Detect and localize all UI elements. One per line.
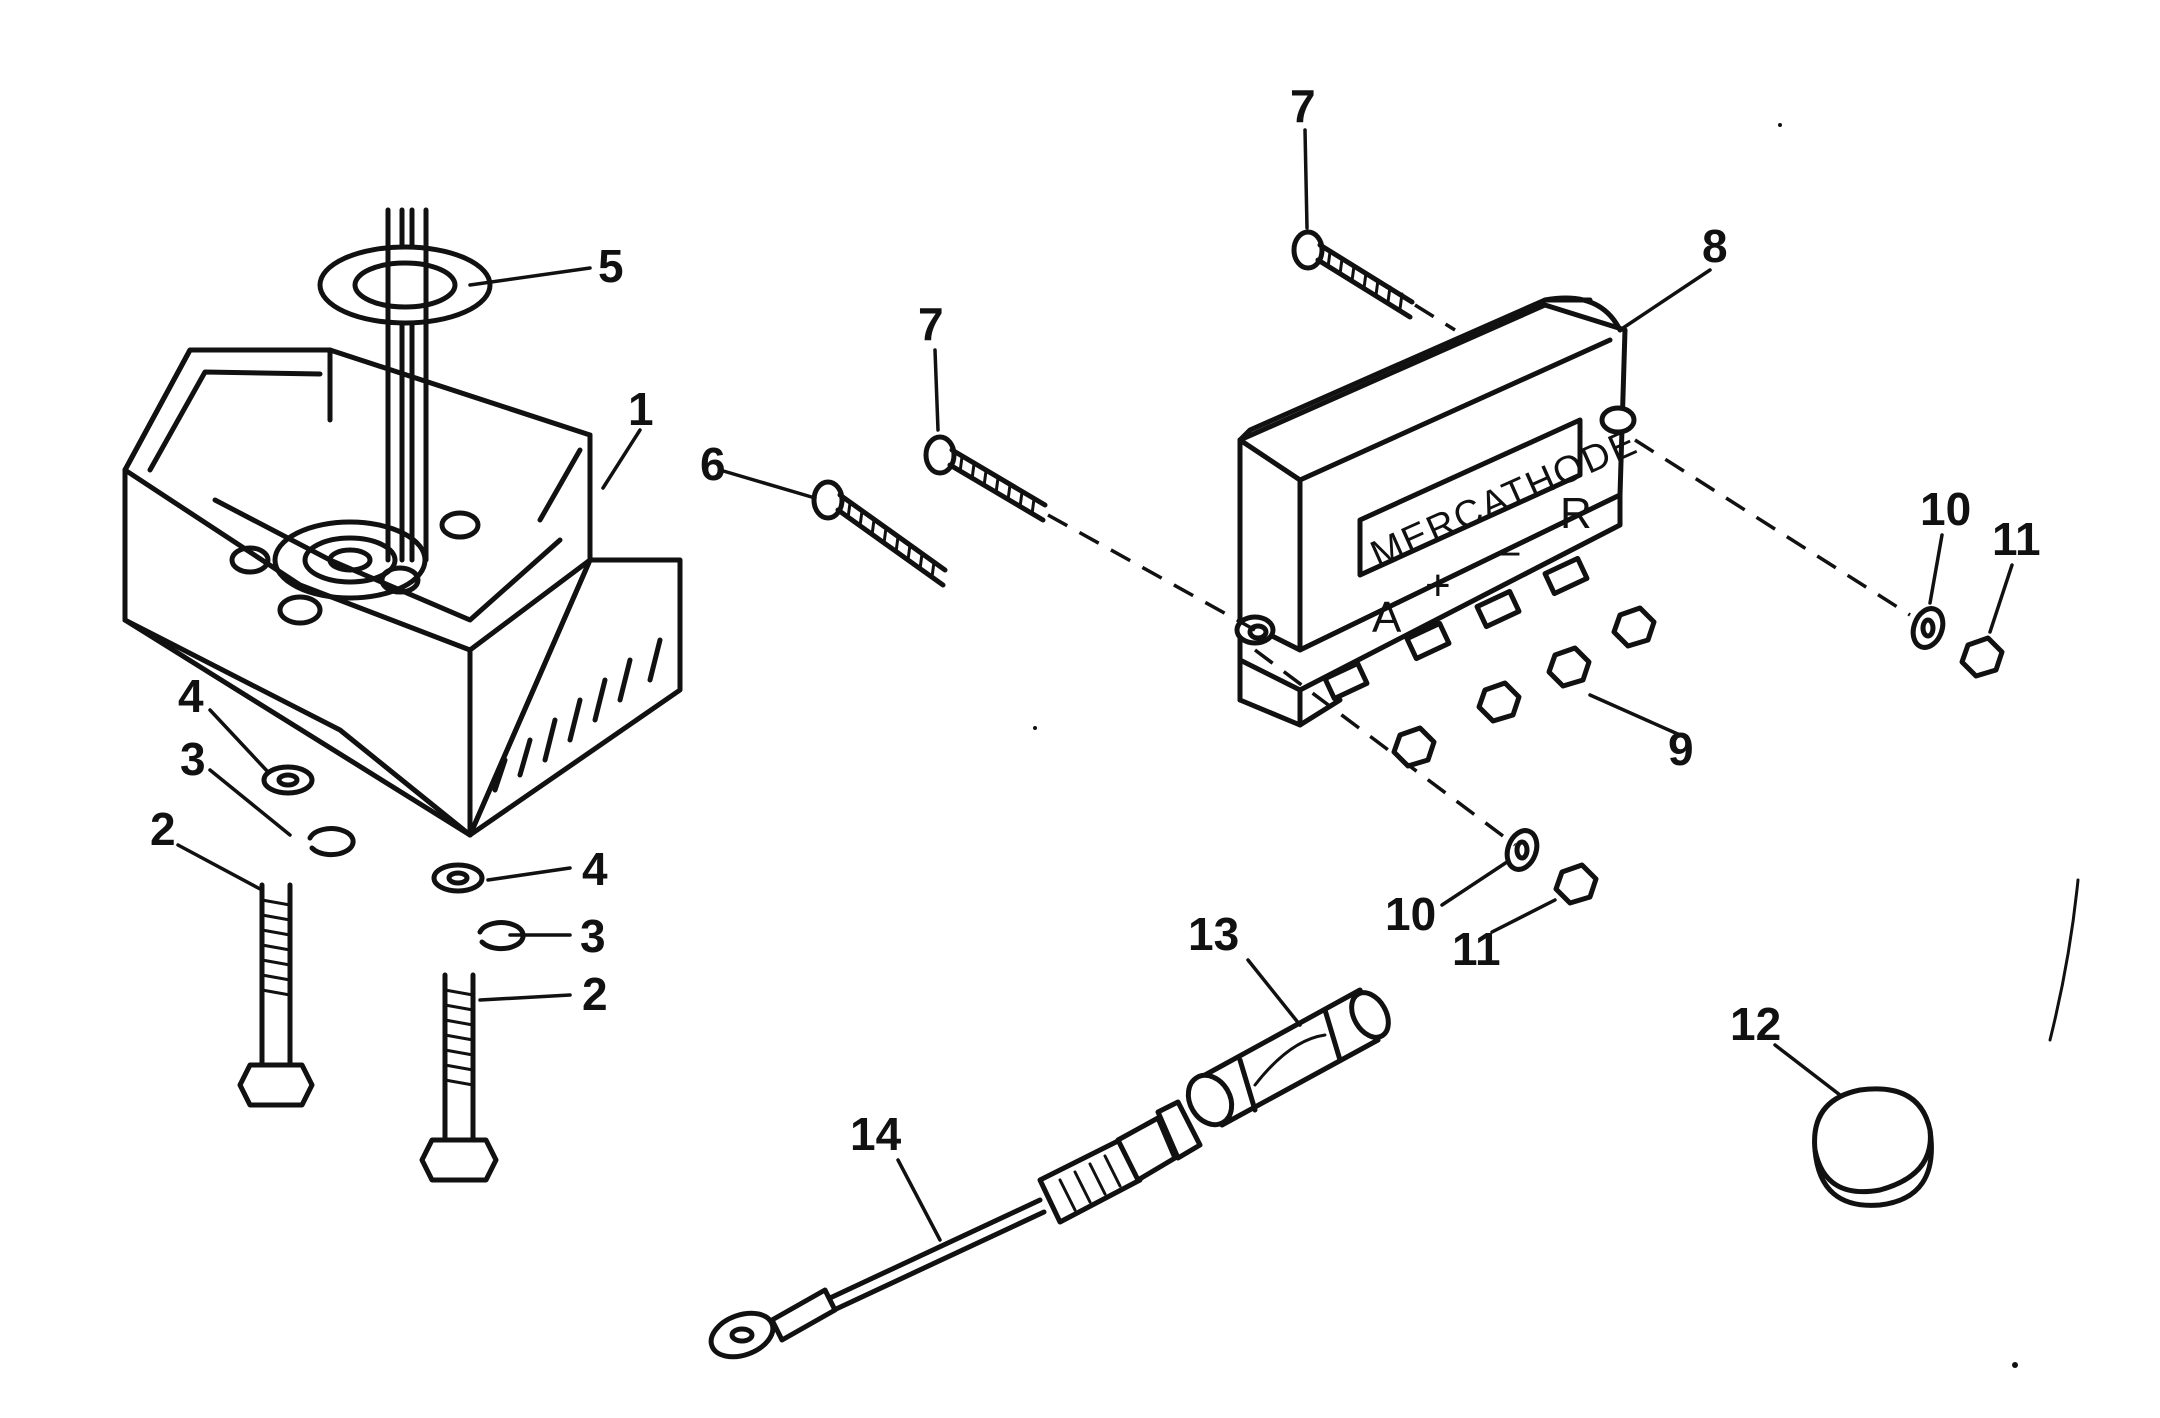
screw-7-top <box>1291 229 1415 320</box>
bolt-2-right <box>419 972 499 1183</box>
nut-11-right <box>1959 635 2005 679</box>
mercathode-control-unit: MERCATHODE A + – R <box>1234 295 1644 728</box>
cooling-fins <box>467 557 683 838</box>
callout-2-left: 2 <box>150 803 176 855</box>
callout-10-right: 10 <box>1920 483 1971 535</box>
washer-4-left <box>261 764 315 796</box>
fuse-holder-lead <box>708 1099 1203 1360</box>
label-panel <box>1357 417 1583 578</box>
callout-6: 6 <box>700 438 726 490</box>
nut-11-lower <box>1553 862 1599 906</box>
bolt-2-left <box>237 882 315 1108</box>
callout-3-left: 3 <box>180 733 206 785</box>
callout-7-front: 7 <box>918 298 944 350</box>
callout-11-lower: 11 <box>1452 923 1501 975</box>
callout-3-right: 3 <box>580 910 606 962</box>
terminal-studs <box>1322 555 1590 702</box>
terminal-label-plus: + <box>1425 561 1451 610</box>
leader-lines <box>176 128 2014 1242</box>
washer-4-right <box>431 862 485 894</box>
lock-washer-3-left <box>307 826 356 858</box>
terminal-label-r: R <box>1560 489 1592 538</box>
callout-5: 5 <box>598 240 624 292</box>
callout-4-left: 4 <box>178 670 204 722</box>
terminal-label-a: A <box>1372 593 1402 642</box>
protective-cap <box>1812 1086 1934 1208</box>
fuse <box>1185 987 1391 1128</box>
callout-12: 12 <box>1730 998 1781 1050</box>
callout-14: 14 <box>850 1108 902 1160</box>
callout-10-lower: 10 <box>1385 888 1436 940</box>
callout-13: 13 <box>1188 908 1239 960</box>
scan-marks <box>1033 123 2080 1368</box>
callout-11-right: 11 <box>1992 513 2041 565</box>
callout-4-right: 4 <box>582 843 608 895</box>
terminal-label-minus: – <box>1495 526 1520 575</box>
washer-10-lower <box>1504 828 1540 872</box>
callout-2-right: 2 <box>582 968 608 1020</box>
screw-7-front <box>923 434 1048 523</box>
screw-6 <box>811 479 948 588</box>
heat-sink-bracket <box>122 207 683 838</box>
mount-tab-right <box>1599 405 1637 435</box>
callout-8: 8 <box>1702 220 1728 272</box>
washer-10-right <box>1910 606 1946 650</box>
terminal-nuts-9 <box>1391 605 1657 769</box>
callout-9: 9 <box>1668 723 1694 775</box>
grommet-ring <box>317 237 493 333</box>
callout-1: 1 <box>628 383 654 435</box>
callouts: 1 2 2 3 3 4 4 5 6 7 7 8 9 10 10 11 11 12… <box>150 80 2041 1160</box>
assembly-lines <box>1047 303 1911 847</box>
callout-7-top: 7 <box>1290 80 1316 132</box>
